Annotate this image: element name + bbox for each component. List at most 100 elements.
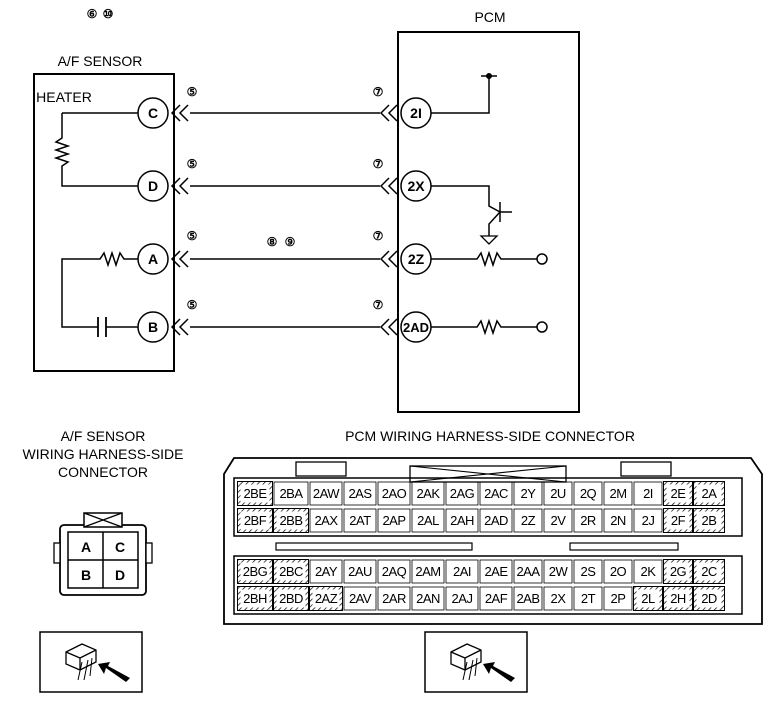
pcm-pin-2az: 2AZ <box>309 586 343 611</box>
pcm-pin-2ax: 2AX <box>309 508 343 533</box>
svg-text:2AD: 2AD <box>403 320 429 335</box>
pcm-pin-2am: 2AM <box>411 559 445 584</box>
pcm-pin-2q: 2Q <box>573 481 603 506</box>
af-cell-b: B <box>81 567 91 583</box>
pcm-pin-label: 2AA <box>516 564 540 579</box>
pcm-pin-label: 2AV <box>349 591 372 606</box>
pcm-pin-2m: 2M <box>603 481 633 506</box>
pcm-pin-label: 2K <box>641 564 657 579</box>
af-sensor-connector: A/F SENSOR WIRING HARNESS-SIDE CONNECTOR… <box>22 428 184 693</box>
chevron-d <box>170 177 189 195</box>
af-cell-a: A <box>81 539 91 555</box>
pcm-pin-2t: 2T <box>573 586 603 611</box>
pcm-pin-label: 2AI <box>453 564 471 579</box>
af-cell-d: D <box>115 567 125 583</box>
pcm-pin-2aw: 2AW <box>309 481 343 506</box>
pcm-pin-label: 2BG <box>243 564 268 579</box>
pcm-pin-2as: 2AS <box>343 481 377 506</box>
pcm-pin-2au: 2AU <box>343 559 377 584</box>
pcm-pin-label: 2AH <box>450 513 474 528</box>
svg-text:B: B <box>148 319 158 335</box>
pcm-pin-label: 2X <box>551 591 567 606</box>
pcm-pin-label: 2BC <box>279 564 303 579</box>
terminal-2z <box>536 253 548 265</box>
svg-text:2X: 2X <box>407 178 425 194</box>
pcm-pin-label: 2AY <box>315 564 338 579</box>
pcm-pin-2x: 2X <box>400 170 432 202</box>
pcm-pin-2aj: 2AJ <box>445 586 479 611</box>
pcm-pin-2k: 2K <box>633 559 663 584</box>
pcm-pin-label: 2AO <box>382 486 407 501</box>
heater-label: HEATER <box>36 89 92 105</box>
pcm-pin-2b: 2B <box>693 508 725 533</box>
pcm-pin-2u: 2U <box>543 481 573 506</box>
pcm-pin-2n: 2N <box>603 508 633 533</box>
ref-sensor-d: ⑤ <box>187 157 198 171</box>
chevron-2ad <box>379 318 398 336</box>
pcm-pin-label: 2AR <box>382 591 406 606</box>
af-sensor: ⑥ ⑩ A/F SENSOR HEATER C D A B <box>33 7 175 372</box>
pcm-pin-2ao: 2AO <box>377 481 411 506</box>
svg-text:2Z: 2Z <box>408 251 425 267</box>
pcm-pin-2s: 2S <box>573 559 603 584</box>
pcm-pin-label: 2AP <box>382 513 405 528</box>
af-cell-c: C <box>115 539 125 555</box>
pcm-pin-2l: 2L <box>633 586 663 611</box>
pcm-pin-label: 2O <box>610 564 627 579</box>
pcm-pin-2ad: 2AD <box>479 508 513 533</box>
pcm-pin-label: 2AK <box>416 486 440 501</box>
pcm-pin-2v: 2V <box>543 508 573 533</box>
pcm-pin-2at: 2AT <box>343 508 377 533</box>
pcm-pin-label: 2AG <box>450 486 475 501</box>
pcm-pin-2ad: 2AD <box>400 311 432 343</box>
pcm-pin-label: 2AX <box>314 513 338 528</box>
pcm-pin-2r: 2R <box>573 508 603 533</box>
junction-dot <box>486 73 492 79</box>
ref-mid-9: ⑨ <box>285 235 296 249</box>
pcm-pin-label: 2AS <box>348 486 372 501</box>
pcm-pin-2c: 2C <box>693 559 725 584</box>
pcm-pin-label: 2BA <box>279 486 303 501</box>
pcm: PCM 2I 2X 2Z 2AD <box>397 9 580 413</box>
pcm-pin-label: 2J <box>642 513 655 528</box>
pcm-connector-title: PCM WIRING HARNESS-SIDE CONNECTOR <box>345 428 635 444</box>
pcm-pin-2bc: 2BC <box>273 559 309 584</box>
pcm-pin-label: 2M <box>609 486 626 501</box>
pcm-pin-2e: 2E <box>663 481 693 506</box>
pcm-pin-label: 2A <box>702 486 718 501</box>
pcm-pin-label: 2Q <box>580 486 597 501</box>
pcm-pin-2ab: 2AB <box>513 586 543 611</box>
af-connector-title-2: WIRING HARNESS-SIDE <box>22 446 183 462</box>
pcm-pin-label: 2AU <box>348 564 372 579</box>
ref-mid-8: ⑧ <box>267 235 278 249</box>
pcm-pin-label: 2AF <box>485 591 508 606</box>
wires <box>170 104 398 336</box>
pcm-pin-label: 2D <box>701 591 717 606</box>
pcm-resistor-2ad <box>431 318 537 336</box>
af-connector-title-3: CONNECTOR <box>58 464 148 480</box>
pcm-pin-label: 2AL <box>417 513 439 528</box>
sensor-pin-c: C <box>137 97 169 129</box>
pcm-pin-label: 2BH <box>243 591 267 606</box>
pcm-pin-2j: 2J <box>633 508 663 533</box>
chevron-c <box>170 104 189 122</box>
terminal-2ad <box>536 321 548 333</box>
pcm-pin-label: 2C <box>701 564 717 579</box>
pcm-pin-label: 2L <box>641 591 655 606</box>
pcm-pin-label: 2BB <box>279 513 302 528</box>
chevron-a <box>170 250 189 268</box>
pcm-body <box>397 31 580 413</box>
pcm-pin-2bb: 2BB <box>273 508 309 533</box>
ref-pcm-2i: ⑦ <box>373 85 384 99</box>
pcm-pin-label: 2AN <box>416 591 440 606</box>
pcm-pin-2o: 2O <box>603 559 633 584</box>
ref-pcm-2z: ⑦ <box>373 229 384 243</box>
sensor-ref-1: ⑥ <box>87 7 98 21</box>
pcm-pin-2af: 2AF <box>479 586 513 611</box>
svg-text:D: D <box>148 178 158 194</box>
pcm-pin-2ae: 2AE <box>479 559 513 584</box>
sensor-pin-d: D <box>137 170 169 202</box>
pcm-pin-2g: 2G <box>663 559 693 584</box>
